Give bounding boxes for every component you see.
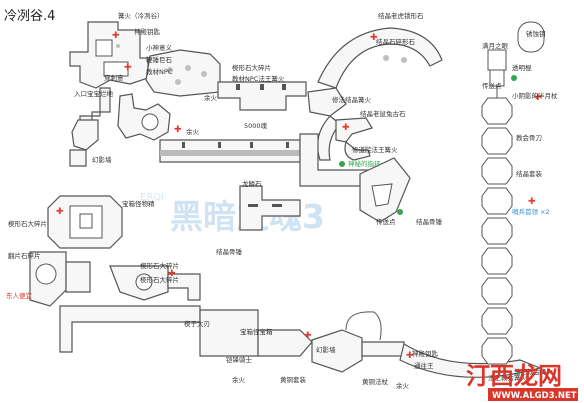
- label-l3: 小神意义: [146, 43, 173, 52]
- site-logo: 汀西龙网 WWW.ALGD3.NET: [466, 361, 578, 401]
- label-l32: 黄铜套装: [280, 375, 307, 384]
- label-l4: 鞭锤巨石: [146, 55, 173, 64]
- label-l21: 龙鳞石: [242, 179, 262, 188]
- label-l23: 结晶骨锤: [216, 247, 243, 256]
- item-cross-icon: ✚: [370, 33, 378, 43]
- label-l30: 幻影墙: [316, 345, 336, 354]
- label-l15: 幻影墙: [92, 155, 112, 164]
- label-l1: 篝火（冷冽谷）: [118, 11, 164, 20]
- label-l14: 余火: [186, 127, 200, 136]
- logo-url: WWW.ALGD3.NET: [492, 391, 577, 401]
- label-l2: 神殿钥匙: [134, 27, 161, 36]
- label-l39: 5000魂: [244, 121, 268, 130]
- label-l29: 宝箱怪宝箱: [240, 327, 273, 336]
- watermark-sub: ERQI: [140, 192, 164, 203]
- label-l5: 教材NPC: [146, 67, 173, 76]
- label-r3: 透明棍: [512, 63, 532, 72]
- label-l27: 东人便宜: [6, 291, 33, 300]
- logo-url-bg: [488, 388, 578, 401]
- label-r2: 满月之眼: [482, 41, 509, 50]
- octagon-stack: [481, 97, 513, 365]
- label-l18: 神秘的指环: [348, 159, 381, 168]
- label-l38: 法王教会篝火: [488, 373, 528, 382]
- label-l19: 传送点: [376, 217, 396, 226]
- label-r8: 哨兵首领 ×2: [512, 207, 550, 216]
- label-l36: 黄铜法杖: [362, 377, 389, 386]
- label-l7: 入口宝宝烂地: [74, 89, 114, 98]
- label-l13: 余火: [204, 93, 218, 102]
- item-cross-icon: ✚: [534, 93, 542, 103]
- label-r7: 结晶套装: [516, 169, 543, 178]
- item-cross-icon: ✚: [304, 331, 312, 341]
- label-l34: 余火: [232, 375, 246, 384]
- map-title: 冷冽谷.4: [4, 9, 55, 24]
- npc-dot-icon: [397, 209, 403, 215]
- label-r9: 法王教会篝火: [514, 367, 554, 376]
- label-l35: 通往王: [414, 361, 434, 370]
- markers: ✚ ✚ ✚ ✚ ✚ ✚ ✚ ✚ ✚ ✚ ✚: [56, 31, 542, 361]
- label-l10: 楔形石大碎片: [232, 63, 271, 72]
- npc-dot-icon: [339, 161, 345, 167]
- item-cross-icon: ✚: [124, 63, 132, 73]
- label-l24: 楔形石大碎片: [140, 261, 179, 270]
- label-l28: 楔子大刃: [184, 319, 210, 328]
- label-l37: 余火: [396, 381, 410, 390]
- item-cross-icon: ✚: [56, 207, 64, 217]
- item-cross-icon: ✚: [174, 125, 182, 135]
- label-l9: 结晶石碎形石: [376, 37, 416, 46]
- label-l11: 教材NPC法王篝火: [232, 74, 285, 83]
- npc-dot-icon: [511, 75, 517, 81]
- label-r5: 小阴影的半月杖: [512, 91, 558, 100]
- item-cross-icon: ✚: [528, 197, 536, 207]
- label-l31: 铠锋骑士: [226, 355, 253, 364]
- item-cross-icon: ✚: [342, 123, 350, 133]
- item-cross-icon: ✚: [168, 269, 176, 279]
- label-l16: 结晶老鼠兔古石: [360, 109, 406, 118]
- label-l6: 穿刺意: [104, 73, 124, 82]
- label-l17: 修道院法王篝火: [352, 145, 398, 154]
- label-l22: 楔形石大碎片: [8, 219, 47, 228]
- item-cross-icon: ✚: [406, 351, 414, 361]
- labels: 篝火（冷冽谷） 神殿钥匙 小神意义 鞭锤巨石 教材NPC 穿刺意 入口宝宝烂地 …: [6, 11, 558, 390]
- label-l33: 神殿钥匙: [412, 349, 439, 358]
- map-structure: [29, 21, 545, 378]
- label-l8: 结晶老虎锁形石: [378, 11, 424, 20]
- logo-title: 汀西龙网: [466, 361, 562, 390]
- label-l12: 修法结晶篝火: [332, 95, 372, 104]
- label-l20: 宝箱怪物精: [122, 199, 155, 208]
- label-l40: 结晶骨锤: [416, 217, 443, 226]
- label-r6: 教会骨刀: [516, 133, 542, 142]
- label-r1: 锈蚀钥: [526, 29, 546, 38]
- item-cross-icon: ✚: [112, 31, 120, 41]
- label-l26: 楔形石大碎片: [140, 275, 179, 284]
- label-r4: 传送点: [482, 81, 502, 90]
- label-l25: 翻片石碎片: [8, 251, 41, 260]
